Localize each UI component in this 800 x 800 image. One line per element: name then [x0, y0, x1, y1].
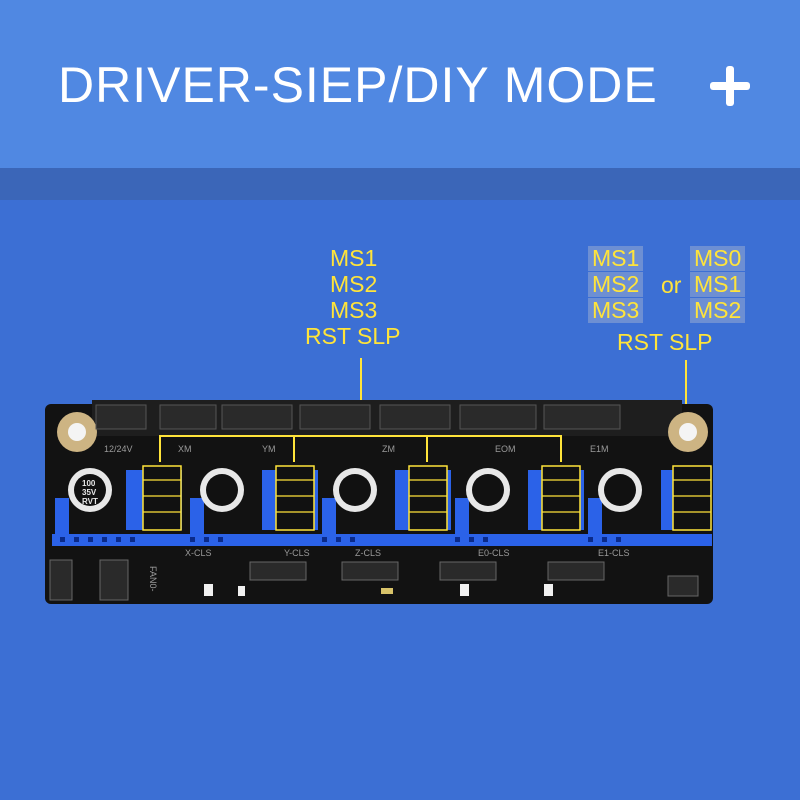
label-ms2-right-b: MS2 — [690, 298, 746, 323]
banner-strip — [0, 168, 800, 200]
pcb-body — [45, 404, 713, 604]
signal-bus-line — [159, 435, 562, 462]
silk-zm: ZM — [382, 444, 395, 454]
silk-y-cls: Y-CLS — [284, 548, 310, 558]
driver-slot-e1 — [588, 465, 712, 534]
mounting-hole-left — [57, 412, 97, 452]
capacitor-text-2: 35V — [82, 488, 97, 497]
blue-header-row — [52, 534, 712, 546]
silk-12-24v: 12/24V — [104, 444, 133, 454]
silk-e1m: E1M — [590, 444, 609, 454]
page-title: DRIVER-SIEP/DIY MODE — [58, 57, 658, 113]
label-ms2-right-a: MS2 — [588, 272, 644, 297]
title-banner — [0, 0, 800, 168]
label-rst-slp-left: RST SLP — [305, 323, 401, 349]
label-ms2-left: MS2 — [330, 271, 378, 297]
label-rst-slp-right: RST SLP — [617, 329, 713, 355]
silk-x-cls: X-CLS — [185, 548, 212, 558]
silk-xm: XM — [178, 444, 192, 454]
silk-fan0: FAN0- — [148, 566, 158, 592]
label-ms3-left: MS3 — [330, 297, 378, 323]
silk-z-cls: Z-CLS — [355, 548, 381, 558]
silk-e0-cls: E0-CLS — [478, 548, 510, 558]
capacitor-text-3: RVT — [82, 497, 98, 506]
label-ms3-right-a: MS3 — [588, 298, 644, 323]
label-or: or — [661, 272, 682, 298]
silk-e0m: EOM — [495, 444, 516, 454]
silk-e1-cls: E1-CLS — [598, 548, 630, 558]
mounting-hole-right — [668, 412, 708, 452]
label-ms1-left: MS1 — [330, 245, 378, 271]
silk-ym: YM — [262, 444, 276, 454]
plus-icon[interactable] — [710, 66, 750, 106]
label-ms0-right-b: MS0 — [690, 246, 746, 271]
label-ms1-right-b: MS1 — [690, 272, 746, 297]
capacitor-text-1: 100 — [82, 479, 96, 488]
label-ms1-right-a: MS1 — [588, 246, 644, 271]
